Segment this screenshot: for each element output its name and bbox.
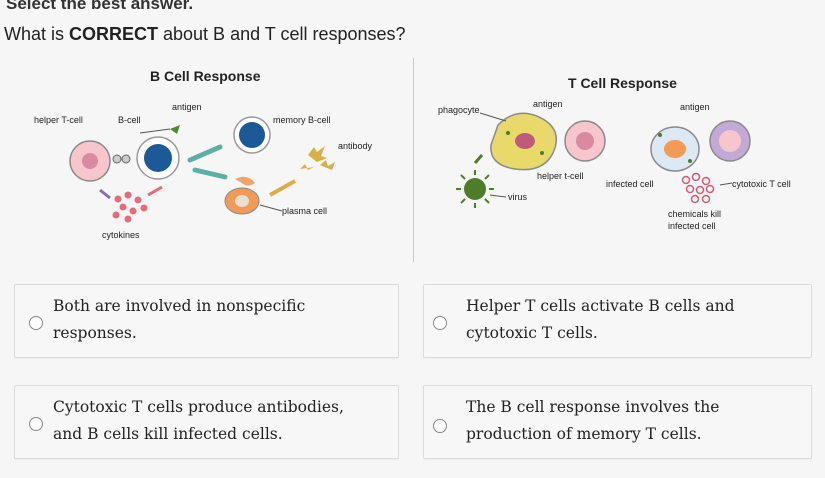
plasma-cell-shape — [224, 176, 260, 215]
label-infected-cell: infected cell — [606, 179, 654, 189]
label-antibody: antibody — [338, 141, 373, 151]
label-infected-cell-2: infected cell — [668, 221, 716, 231]
helper-t-cell-shape — [69, 140, 111, 182]
t-cell-panel: T Cell Response phagocyte antigen antige… — [438, 75, 791, 231]
answer-a-radio[interactable] — [29, 316, 43, 330]
label-b-cell: B-cell — [118, 115, 141, 125]
answer-d-text: The B cell response involves the product… — [466, 394, 719, 448]
answer-c-radio[interactable] — [29, 417, 43, 431]
memory-b-cell-shape — [233, 116, 271, 154]
question-emphasis: CORRECT — [69, 24, 159, 44]
answer-a-text: Both are involved in nonspecific respons… — [53, 293, 305, 347]
answer-b-text: Helper T cells activate B cells and cyto… — [466, 293, 735, 347]
question-suffix: about B and T cell responses? — [158, 24, 406, 44]
label-helper-t-cell: helper T-cell — [34, 115, 83, 125]
activation-arrow — [187, 144, 228, 180]
chemicals-shape — [681, 172, 715, 204]
answer-d-line2: production of memory T cells. — [466, 425, 702, 443]
label-phagocyte: phagocyte — [438, 105, 480, 115]
question-prefix: What is — [4, 24, 70, 44]
answer-b-line2: cytotoxic T cells. — [466, 324, 598, 342]
label-memory-b-cell: memory B-cell — [273, 115, 331, 125]
cytotoxic-t-cell-shape — [709, 120, 751, 162]
answer-b-line1: Helper T cells activate B cells and — [466, 297, 735, 315]
infected-cell-shape — [650, 126, 700, 172]
t-helper-cell-shape — [564, 120, 606, 162]
label-antigen-right: antigen — [680, 102, 710, 112]
cytokines-shape — [112, 191, 148, 223]
label-cytokines: cytokines — [102, 230, 140, 240]
b-cell-panel: B Cell Response helper T-cell B-cell ant… — [34, 68, 373, 240]
immune-response-diagram: B Cell Response helper T-cell B-cell ant… — [34, 68, 791, 240]
t-panel-title: T Cell Response — [568, 75, 677, 91]
answer-a-line1: Both are involved in nonspecific — [53, 297, 306, 315]
instruction-text: Select the best answer. — [6, 0, 194, 13]
antibodies-shape — [300, 146, 335, 170]
label-chemicals-kill: chemicals kill — [668, 209, 721, 219]
question-text: What is CORRECT about B and T cell respo… — [4, 24, 406, 45]
figure-divider — [413, 58, 414, 262]
b-panel-title: B Cell Response — [150, 68, 261, 84]
answer-d-radio[interactable] — [433, 419, 447, 433]
answer-b-radio[interactable] — [433, 316, 447, 330]
answer-d-line1: The B cell response involves the — [466, 398, 720, 416]
label-cytotoxic-t-cell: cytotoxic T cell — [732, 179, 791, 189]
answer-option-b[interactable]: Helper T cells activate B cells and cyto… — [423, 284, 812, 358]
antigen-shape — [170, 125, 180, 134]
label-plasma-cell: plasma cell — [282, 206, 327, 216]
label-virus: virus — [508, 192, 528, 202]
label-antigen: antigen — [172, 102, 202, 112]
label-helper-t-cell-t: helper t-cell — [537, 171, 584, 181]
answer-a-line2: responses. — [53, 324, 137, 342]
answer-c-text: Cytotoxic T cells produce antibodies, an… — [53, 394, 344, 448]
phagocyte-shape — [490, 112, 558, 171]
answer-c-line1: Cytotoxic T cells produce antibodies, — [53, 398, 344, 416]
answer-option-c[interactable]: Cytotoxic T cells produce antibodies, an… — [14, 385, 399, 459]
answer-option-d[interactable]: The B cell response involves the product… — [423, 385, 812, 459]
answer-option-a[interactable]: Both are involved in nonspecific respons… — [14, 284, 399, 358]
answer-c-line2: and B cells kill infected cells. — [53, 425, 283, 443]
virus-shape — [456, 170, 494, 208]
b-cell-shape — [136, 125, 180, 180]
label-antigen-left: antigen — [533, 99, 563, 109]
